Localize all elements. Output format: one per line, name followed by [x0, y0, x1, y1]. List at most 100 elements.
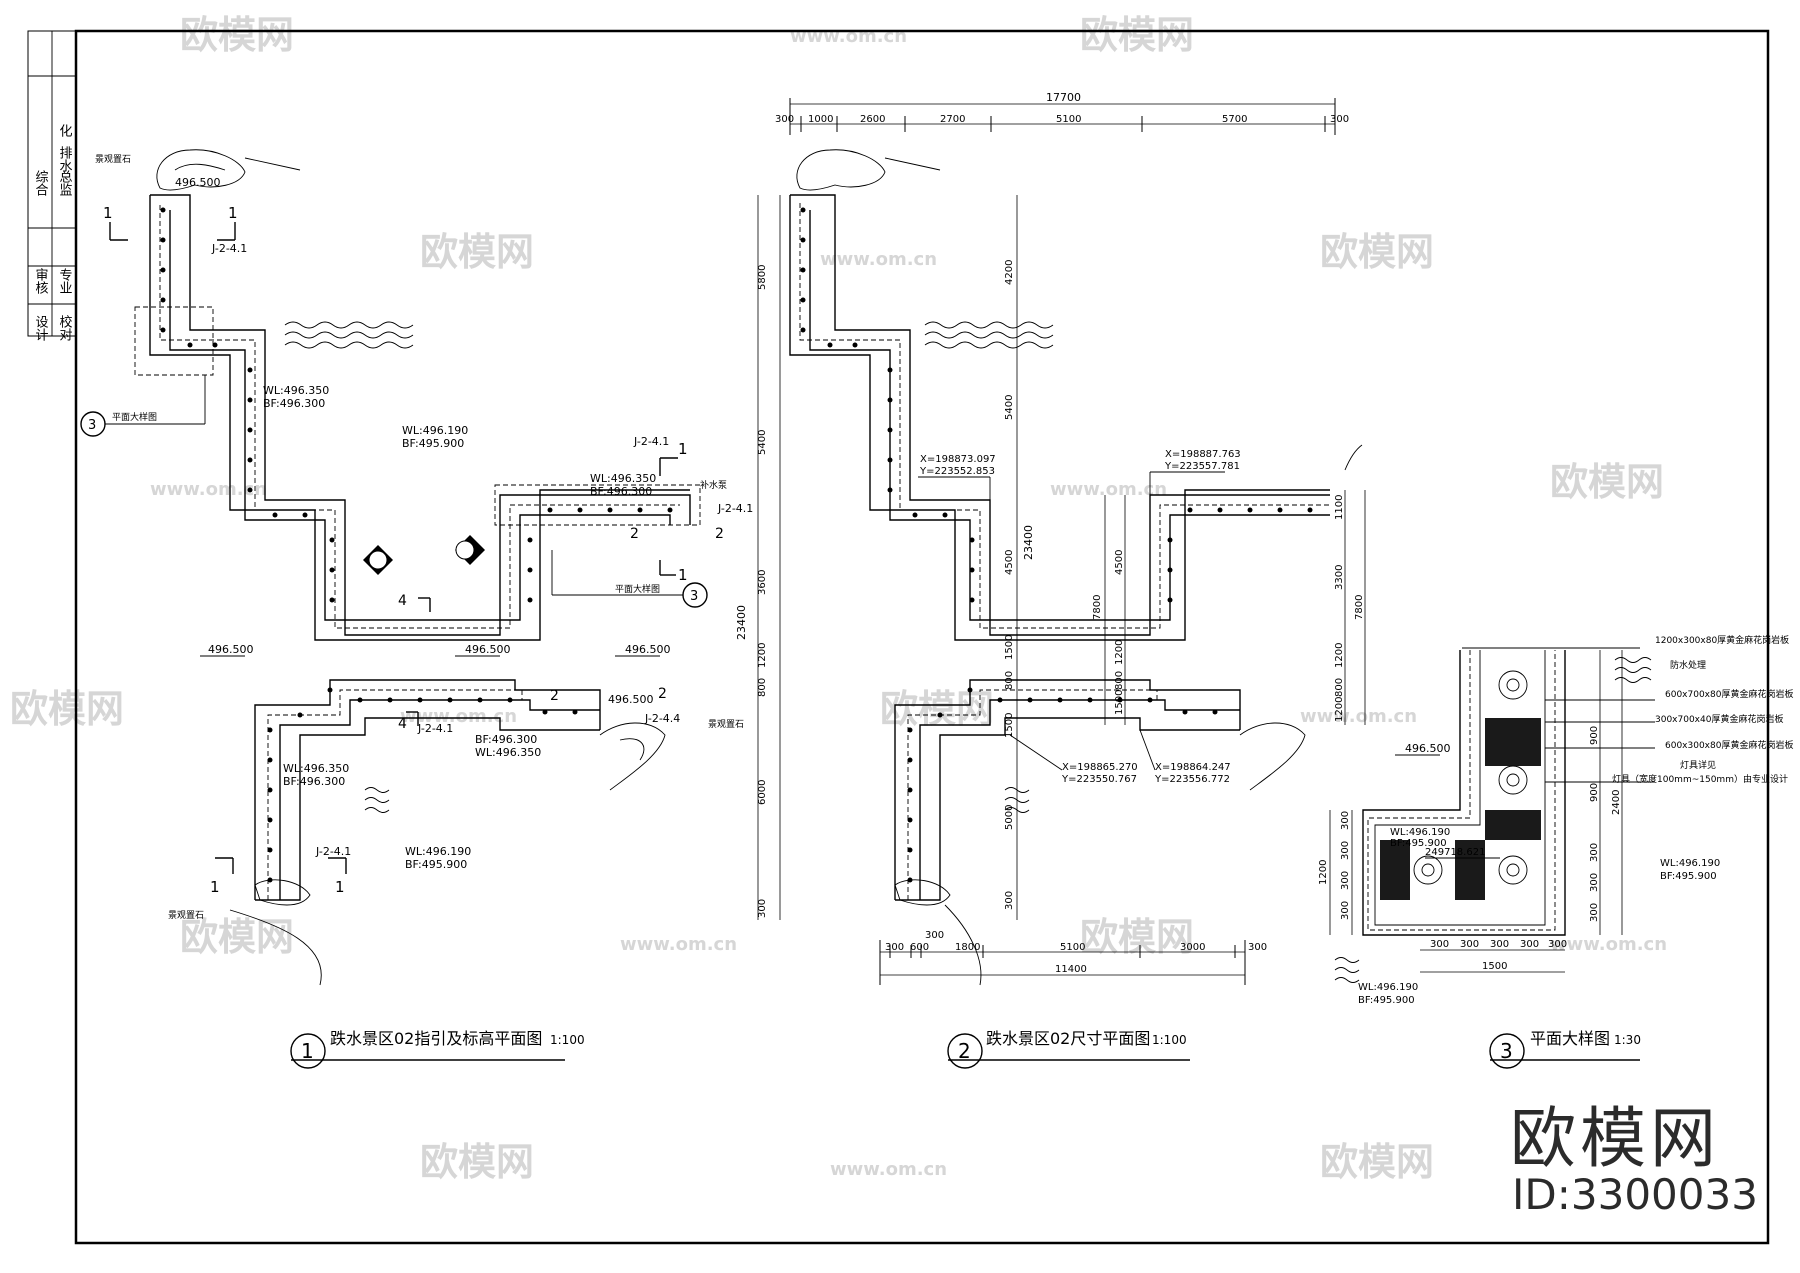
- watermark-url: www.om.cn: [620, 934, 737, 955]
- dim-value: 300: [1589, 873, 1600, 892]
- dim-value: 3300: [1334, 565, 1345, 590]
- dim-value: 2700: [940, 114, 965, 125]
- elevation-label: BF:496.300: [590, 485, 652, 498]
- title-block-cell: 综合: [33, 170, 49, 196]
- landscape-rock: [796, 149, 1363, 986]
- plan-2: 17700 300 1000 2600 2700 5100 5700 300 2…: [735, 91, 1366, 1069]
- title-number: 2: [958, 1039, 971, 1063]
- section-label: 4: [398, 716, 407, 732]
- title-block-cell: 设计: [33, 315, 49, 341]
- coord-x: X=198887.763: [1165, 449, 1241, 460]
- watermark-layer: 欧模网 欧模网 欧模网 欧模网 欧模网 欧模网 欧模网 欧模网 欧模网 欧模网 …: [10, 13, 1667, 1184]
- dim-value: 1800: [955, 942, 980, 953]
- elevation-labels: 496.500 WL:496.350 BF:496.300 WL:496.190…: [95, 154, 744, 921]
- watermark-url: www.om.cn: [150, 479, 267, 500]
- title-block-cell: 总监: [57, 170, 73, 196]
- rock-note: 景观置石: [708, 719, 744, 730]
- dim-value: 5400: [1004, 395, 1015, 420]
- detail-note: 平面大样图: [112, 411, 157, 423]
- dim-value: 5700: [1222, 114, 1247, 125]
- dim-value: 300: [775, 114, 794, 125]
- channel-outer-wall: [789, 195, 1330, 641]
- channel-dash: [159, 205, 680, 629]
- elevation-label: WL:496.190: [1358, 982, 1418, 993]
- title-block-cell: 审核: [33, 268, 49, 294]
- dim-value: 300: [1490, 939, 1509, 950]
- dim-value: 3600: [757, 570, 768, 595]
- elevation-label: WL:496.350: [475, 746, 541, 759]
- elevation-label: 496.500: [625, 643, 671, 656]
- elevation-diamond: [363, 535, 485, 575]
- elevation-label: BF:495.900: [402, 437, 464, 450]
- dim-value: 1500: [1004, 635, 1015, 660]
- elevation-label: BF:496.300: [283, 775, 345, 788]
- detail-callout-box: [134, 306, 214, 376]
- watermark-text: 欧模网: [180, 13, 294, 57]
- rock-note: 景观置石: [168, 910, 204, 921]
- rock-note: 景观置石: [95, 154, 131, 165]
- detail-note: 平面大样图: [615, 583, 660, 595]
- dim-total: 1200: [1318, 860, 1329, 885]
- dim-value: 1200: [757, 643, 768, 668]
- drawing-title: 跌水景区02指引及标高平面图: [330, 1029, 542, 1048]
- channel-outer-wall: [790, 194, 1330, 636]
- dim-value: 300: [885, 942, 904, 953]
- dim-total: 7800: [1354, 595, 1365, 620]
- drawing-title: 跌水景区02尺寸平面图: [986, 1029, 1150, 1048]
- elevation-label: 496.500: [1405, 742, 1451, 755]
- title-block-cell: 排水: [57, 146, 73, 172]
- dim-value: 6000: [757, 780, 768, 805]
- dim-value: 1000: [808, 114, 833, 125]
- material-note: 1200x300x80厚黄金麻花岗岩板: [1655, 634, 1789, 646]
- water-symbol: [284, 321, 414, 813]
- elevation-label: WL:496.190: [402, 424, 468, 437]
- section-ref: J-2-4.1: [633, 435, 669, 448]
- watermark-url: www.om.cn: [1550, 934, 1667, 955]
- lower-channel-dash: [267, 689, 523, 900]
- elevation-label: WL:496.350: [263, 384, 329, 397]
- coord-y: Y=223552.853: [919, 466, 995, 477]
- dim-value: 300: [1460, 939, 1479, 950]
- plan-1: 1 1 J-2-4.1 1 J-2-4.1 1 2 J-2-4.1 2 4 4 …: [80, 149, 753, 1069]
- dim-value: 800: [757, 678, 768, 697]
- watermark-url: www.om.cn: [820, 249, 937, 270]
- title-block-cell: 专业: [57, 268, 73, 294]
- dim-total: 23400: [1022, 525, 1035, 560]
- elevation-label: WL:496.190: [1660, 858, 1720, 869]
- elevation-label: WL:496.350: [283, 762, 349, 775]
- elevation-label: BF:496.300: [263, 397, 325, 410]
- elevation-label: BF:495.900: [405, 858, 467, 871]
- lower-channel-dash: [907, 689, 1158, 900]
- section-label: 4: [398, 593, 407, 609]
- drawing-scale: 1:30: [1614, 1033, 1641, 1047]
- watermark-text: 欧模网: [420, 1140, 534, 1184]
- section-marker: 1 1 J-2-4.1 1 J-2-4.1 1 2 J-2-4.1 2 4 4 …: [103, 204, 753, 896]
- material-note: 600x700x80厚黄金麻花岗岩板: [1665, 688, 1793, 700]
- watermark-url: www.om.cn: [1300, 706, 1417, 727]
- lower-channel-edge: [895, 717, 1240, 901]
- material-note: 600x300x80厚黄金麻花岗岩板: [1665, 739, 1793, 751]
- section-label: 1: [335, 878, 345, 896]
- paving-tiles: [1380, 718, 1541, 900]
- pipe-label: 249718.621: [1425, 847, 1485, 858]
- fountain-ring: [1413, 670, 1528, 885]
- title-circle: [1489, 1033, 1525, 1069]
- watermark-url: www.om.cn: [1050, 479, 1167, 500]
- elevation-label: 496.500: [208, 643, 254, 656]
- coord-y: Y=223550.767: [1061, 774, 1137, 785]
- section-label: 1: [228, 204, 238, 222]
- detail-notes: 1200x300x80厚黄金麻花岗岩板 防水处理 600x700x80厚黄金麻花…: [1462, 634, 1793, 785]
- coord-x: X=198864.247: [1155, 762, 1231, 773]
- drawing-title: 平面大样图: [1530, 1029, 1610, 1048]
- coordinate-labels: X=198873.097 Y=223552.853 X=198887.763 Y…: [918, 449, 1241, 785]
- section-label: 2: [550, 688, 559, 704]
- dim-value: 800: [1334, 678, 1345, 697]
- section-label: 2: [715, 526, 724, 542]
- detail-ref-number: 3: [690, 589, 698, 604]
- detail-callout-box: [494, 484, 701, 526]
- dim-value: 600: [910, 942, 929, 953]
- lower-channel-edge: [255, 717, 600, 901]
- section-label: 2: [658, 686, 667, 702]
- detail-dash: [1367, 650, 1556, 931]
